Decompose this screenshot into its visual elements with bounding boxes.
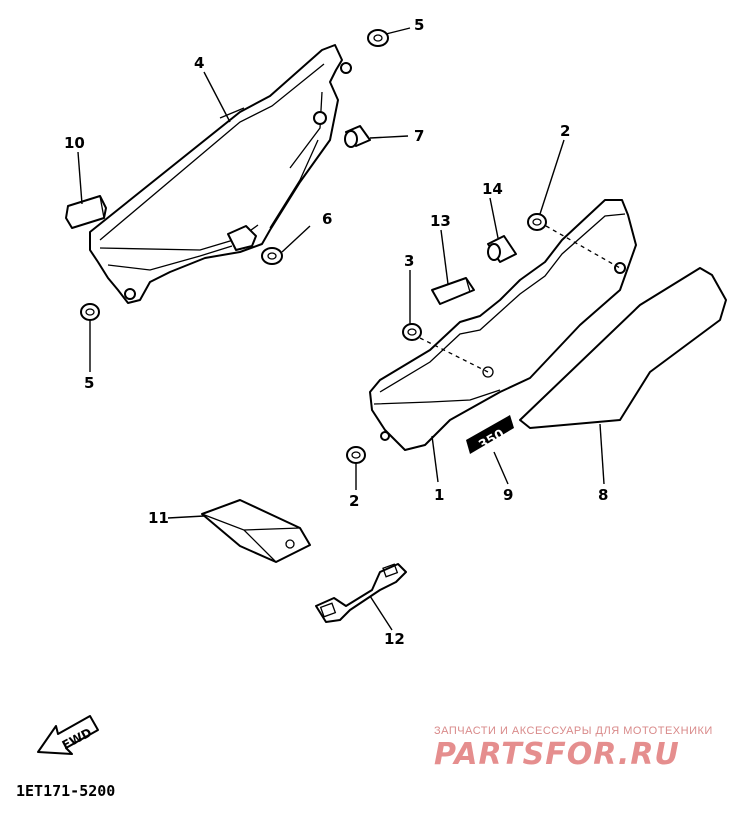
grommet-part-3 xyxy=(402,323,422,341)
callout-10: 10 xyxy=(64,134,85,152)
bracket-part-4 xyxy=(89,44,352,304)
decal-part-8 xyxy=(519,267,727,429)
callout-11: 11 xyxy=(148,509,169,527)
fwd-arrow-icon: FWD xyxy=(37,715,99,755)
grommet-part-2-top xyxy=(527,213,547,231)
callout-2-top: 2 xyxy=(560,122,570,140)
leader-lines xyxy=(77,27,605,631)
pad-part-10 xyxy=(65,195,107,229)
strap-part-12 xyxy=(315,563,407,623)
callout-12: 12 xyxy=(384,630,405,648)
grommet-part-5-bottom xyxy=(80,303,100,321)
callouts: 4 5 7 10 6 5 2 14 13 3 2 1 9 8 11 12 xyxy=(64,16,608,648)
watermark-subtitle: ЗАПЧАСТИ И АКСЕССУАРЫ ДЛЯ МОТОТЕХНИКИ xyxy=(434,725,713,737)
callout-5-bottom: 5 xyxy=(84,374,94,392)
callout-2-bottom: 2 xyxy=(349,492,359,510)
emblem-part-9: 350 xyxy=(466,415,514,454)
callout-1: 1 xyxy=(434,486,444,504)
callout-14: 14 xyxy=(482,180,503,198)
grommet-part-2-bottom xyxy=(346,446,366,464)
pad-part-13 xyxy=(431,277,475,305)
pad-part-14 xyxy=(487,235,517,263)
reference-code: 1ET171-5200 xyxy=(16,782,115,800)
callout-9: 9 xyxy=(503,486,513,504)
callout-5-top: 5 xyxy=(414,16,424,34)
bush-part-7 xyxy=(344,125,371,148)
watermark: ЗАПЧАСТИ И АКСЕССУАРЫ ДЛЯ МОТОТЕХНИКИ PA… xyxy=(434,725,713,772)
callout-6: 6 xyxy=(322,210,332,228)
callout-4: 4 xyxy=(194,54,204,72)
grommet-part-6 xyxy=(261,247,283,265)
callout-8: 8 xyxy=(598,486,608,504)
callout-7: 7 xyxy=(414,127,424,145)
panel-part-11 xyxy=(201,499,311,563)
watermark-brand: PARTSFOR.RU xyxy=(434,737,680,772)
callout-3: 3 xyxy=(404,252,414,270)
callout-13: 13 xyxy=(430,212,451,230)
grommet-part-5-top xyxy=(367,29,389,47)
side-cover-part-1 xyxy=(369,199,637,451)
